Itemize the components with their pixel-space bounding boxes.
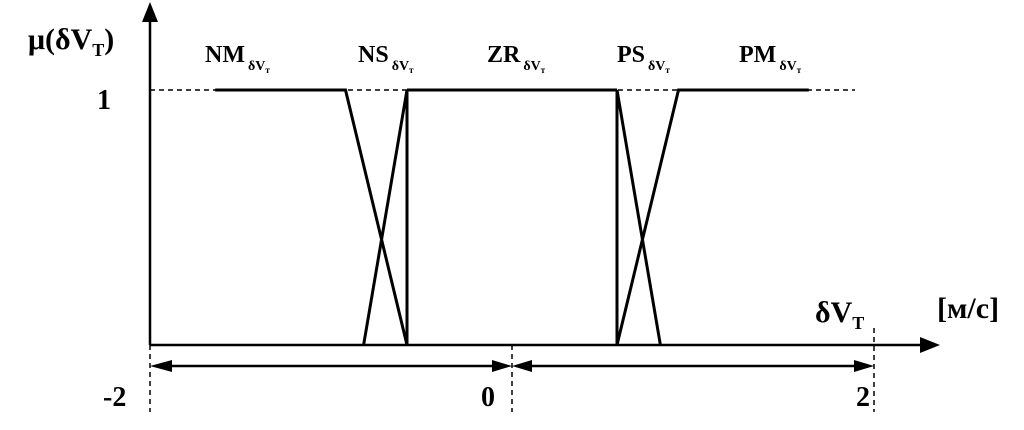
x-axis-label: δVT (815, 296, 864, 333)
dimension-arrowhead-left-end-icon (150, 360, 172, 372)
dimension-arrowhead-left-mid-icon (492, 360, 512, 372)
series-ps (615, 89, 662, 346)
y-axis-label: μ(δVT) (28, 23, 114, 60)
x-tick-label-neg2: -2 (103, 382, 126, 413)
dimension-arrowhead-right-mid-icon (512, 360, 532, 372)
x-tick-label-2: 2 (856, 382, 870, 413)
series-layer (215, 88, 809, 346)
series-pm (615, 88, 809, 346)
x-tick-label-0: 0 (481, 382, 495, 413)
x-axis-unit: [м/с] (937, 292, 999, 325)
dimension-arrowhead-right-end-icon (854, 360, 874, 372)
y-tick-label-1: 1 (97, 85, 111, 116)
series-nm (215, 88, 409, 346)
series-ns (362, 89, 409, 346)
y-axis-arrow-icon (142, 2, 158, 22)
x-axis-arrow-icon (920, 337, 940, 353)
